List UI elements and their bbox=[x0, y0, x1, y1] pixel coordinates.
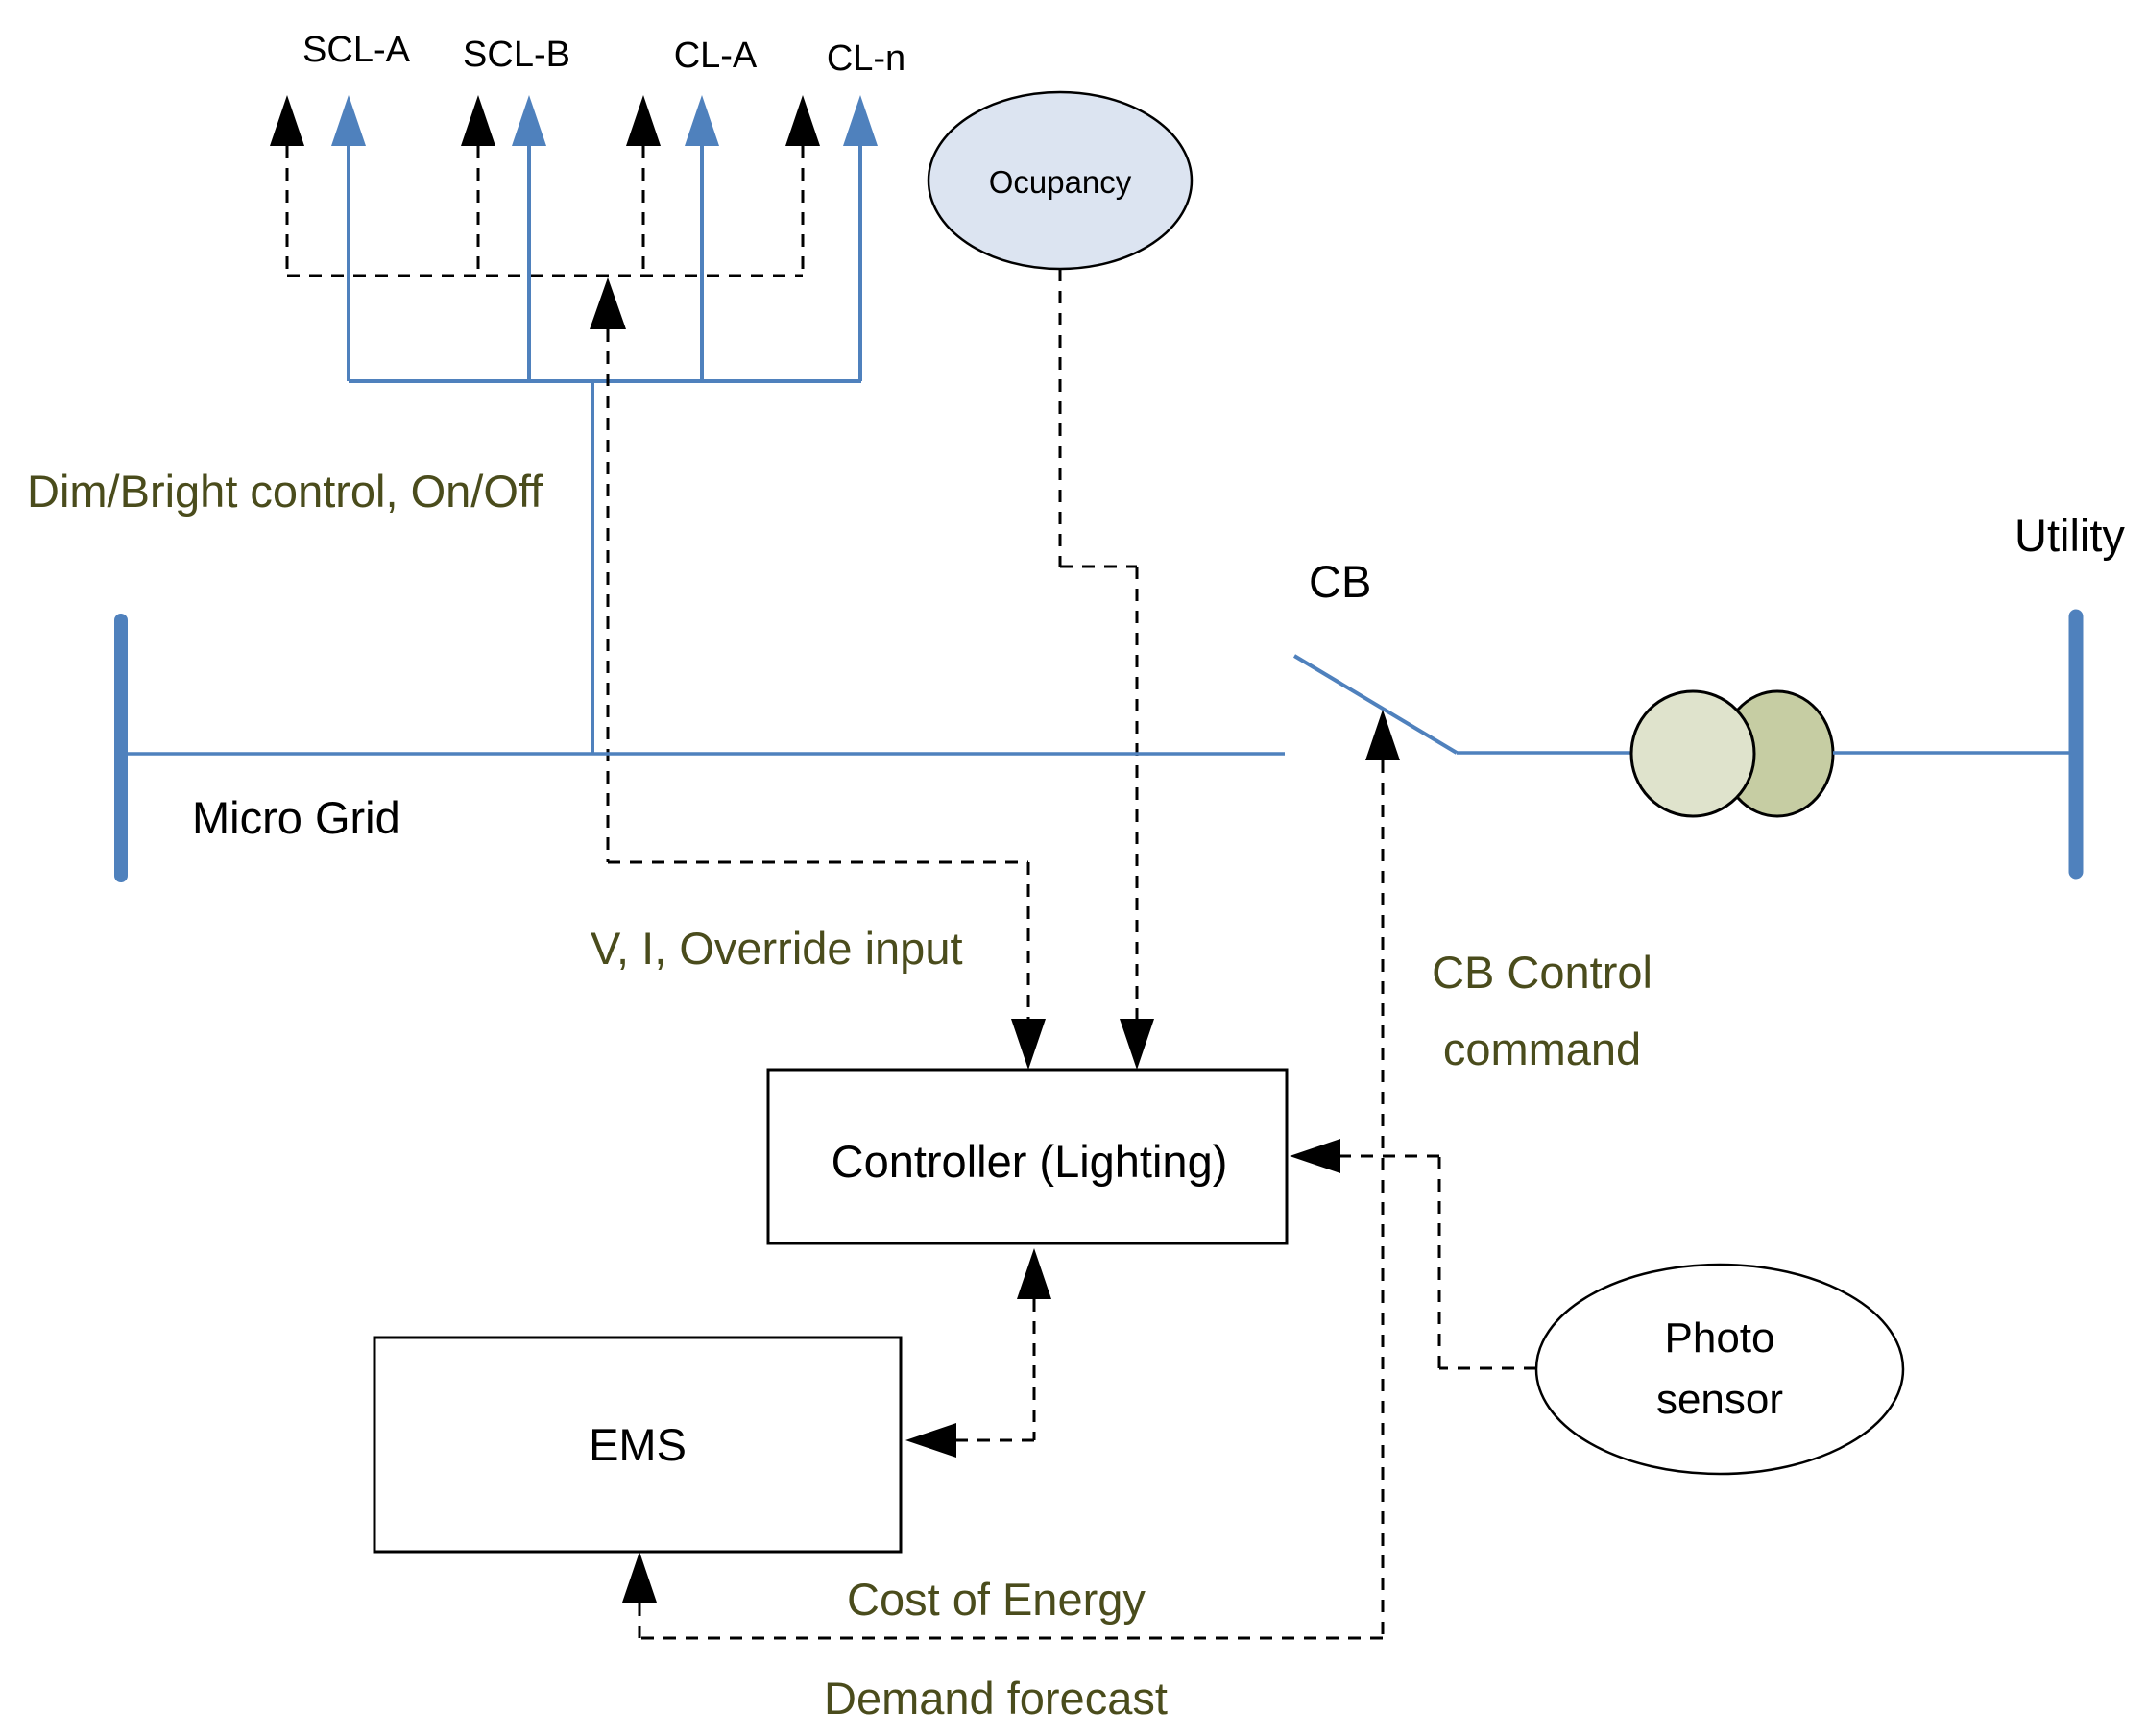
down-arrow-icon bbox=[1011, 1019, 1046, 1070]
photo-sensor-node: Photo sensor bbox=[1290, 1139, 1905, 1476]
transformer-left-coil bbox=[1629, 689, 1756, 818]
ems-controller-link bbox=[905, 1248, 1051, 1458]
ems-label: EMS bbox=[589, 1419, 687, 1470]
cb-control-label-line1: CB Control bbox=[1432, 947, 1652, 998]
power-arrow-icon bbox=[331, 95, 366, 146]
load-label: CL-n bbox=[827, 38, 905, 79]
ems-node: EMS bbox=[373, 1336, 903, 1554]
labels-group: Dim/Bright control, On/Off Micro Grid CB… bbox=[27, 466, 2125, 1724]
micro-grid-label: Micro Grid bbox=[192, 792, 400, 843]
demand-forecast-label: Demand forecast bbox=[824, 1673, 1168, 1724]
dim-bright-vi-path bbox=[590, 277, 1046, 1070]
power-line-group bbox=[114, 609, 2084, 882]
cost-of-energy-label: Cost of Energy bbox=[847, 1574, 1146, 1625]
up-arrow-icon bbox=[1017, 1248, 1051, 1299]
power-arrow-icon bbox=[512, 95, 546, 146]
left-arrow-icon bbox=[905, 1423, 956, 1458]
load-label: SCL-B bbox=[463, 35, 570, 75]
dim-bright-label: Dim/Bright control, On/Off bbox=[27, 466, 543, 517]
cb-ems-link bbox=[622, 710, 1400, 1640]
transformer-icon bbox=[1629, 689, 1835, 818]
photo-sensor-label-line1: Photo bbox=[1665, 1314, 1775, 1362]
left-arrow-icon bbox=[1290, 1139, 1340, 1173]
controller-box bbox=[766, 1068, 1289, 1245]
up-arrow-icon bbox=[1365, 710, 1400, 760]
photo-sensor-ellipse bbox=[1534, 1263, 1905, 1476]
load-label: CL-A bbox=[674, 36, 758, 76]
load-scl-a: SCL-A bbox=[270, 30, 411, 381]
utility-label: Utility bbox=[2014, 510, 2125, 561]
down-arrow-icon bbox=[1120, 1019, 1154, 1070]
up-arrow-icon bbox=[590, 277, 626, 329]
control-arrow-icon bbox=[626, 95, 661, 146]
cb-label: CB bbox=[1309, 556, 1371, 607]
control-arrow-icon bbox=[270, 95, 304, 146]
load-label: SCL-A bbox=[302, 30, 411, 70]
control-arrow-icon bbox=[461, 95, 495, 146]
photo-sensor-label-line2: sensor bbox=[1656, 1376, 1783, 1423]
control-arrow-icon bbox=[785, 95, 820, 146]
ems-box bbox=[373, 1336, 903, 1554]
cb-switch-blade bbox=[1292, 654, 1459, 755]
load-cl-a: CL-A bbox=[626, 36, 758, 381]
vi-override-label: V, I, Override input bbox=[591, 923, 963, 974]
load-cl-n: CL-n bbox=[785, 38, 905, 381]
controller-label: Controller (Lighting) bbox=[832, 1136, 1228, 1187]
power-arrow-icon bbox=[685, 95, 719, 146]
controller-node: Controller (Lighting) bbox=[766, 1068, 1289, 1245]
power-arrow-icon bbox=[843, 95, 878, 146]
cb-control-label-line2: command bbox=[1443, 1024, 1641, 1074]
lighting-loads-group: SCL-A SCL-B CL-A CL-n bbox=[270, 30, 905, 754]
up-arrow-icon bbox=[622, 1552, 657, 1603]
load-scl-b: SCL-B bbox=[461, 35, 570, 381]
occupancy-node: Ocupancy bbox=[927, 90, 1194, 1070]
occupancy-label: Ocupancy bbox=[989, 164, 1132, 200]
